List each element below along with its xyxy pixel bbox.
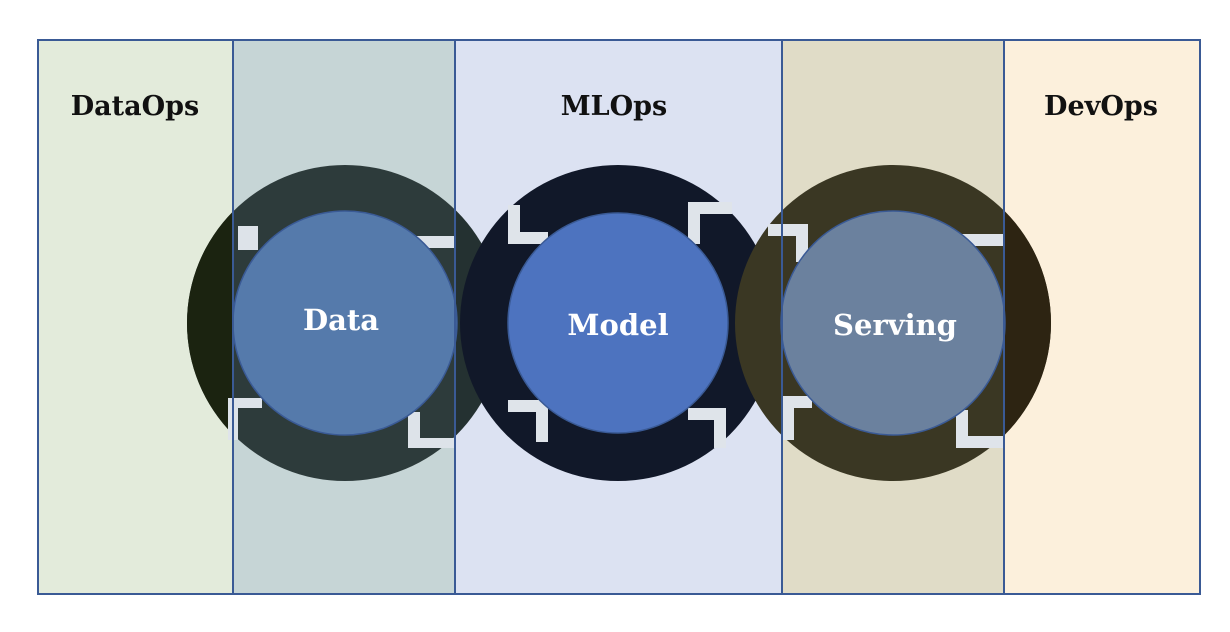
stage-serving-label: Serving — [833, 308, 957, 342]
zone-title-dataops: DataOps — [71, 91, 199, 122]
zone-titles: DataOps MLOps DevOps — [71, 91, 1158, 122]
stage-model: Model — [507, 212, 729, 434]
stage-serving: Serving — [780, 210, 1006, 436]
stage-data-label: Data — [303, 303, 379, 337]
zone-title-mlops: MLOps — [561, 91, 667, 122]
zone-borders — [37, 39, 1201, 595]
zone-title-devops: DevOps — [1044, 91, 1158, 122]
stage-cores: Data Model Serving — [232, 210, 1006, 436]
stage-model-label: Model — [567, 308, 668, 342]
stage-data: Data — [232, 210, 458, 436]
